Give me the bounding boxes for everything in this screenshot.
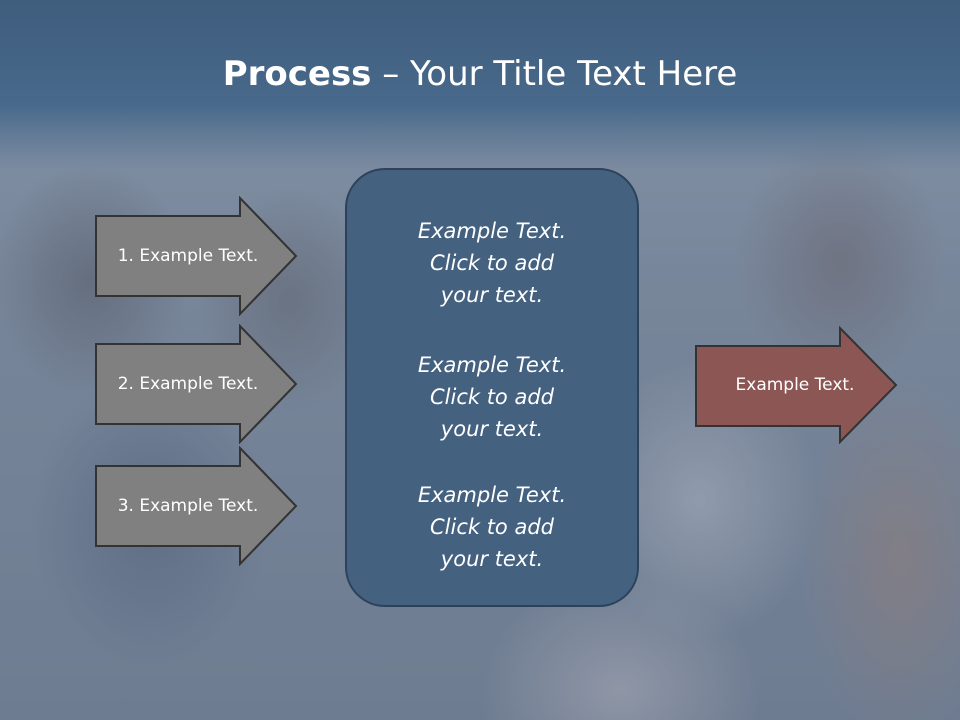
center-text-block-3: Example Text. Click to add your text. (347, 479, 637, 575)
left-arrow-label: 3. Example Text. (117, 496, 259, 516)
block-line-3: your text. (440, 547, 544, 571)
slide-title[interactable]: Process – Your Title Text Here (0, 52, 960, 96)
right-arrow-label: Example Text. (735, 375, 855, 395)
arrow-shape (95, 446, 298, 566)
arrow-shape (95, 324, 298, 444)
arrow-shape (95, 196, 298, 316)
title-band (0, 0, 960, 170)
block-line-3: your text. (440, 417, 544, 441)
block-line-1: Example Text. (417, 219, 567, 243)
center-text-block-1: Example Text. Click to add your text. (347, 215, 637, 311)
arrow-shape (695, 326, 898, 444)
block-line-2: Click to add (429, 515, 554, 539)
block-line-3: your text. (440, 283, 544, 307)
right-arrow[interactable]: Example Text. (694, 326, 900, 444)
center-text-block-2: Example Text. Click to add your text. (347, 349, 637, 445)
left-arrow-3[interactable]: 3. Example Text. (94, 446, 300, 566)
title-bold: Process (222, 54, 372, 94)
left-arrow-2[interactable]: 2. Example Text. (94, 324, 300, 444)
left-arrow-1[interactable]: 1. Example Text. (94, 196, 300, 316)
block-line-2: Click to add (429, 385, 554, 409)
block-line-2: Click to add (429, 251, 554, 275)
center-text-box[interactable]: Example Text. Click to add your text. Ex… (345, 168, 639, 607)
block-line-1: Example Text. (417, 353, 567, 377)
left-arrow-label: 1. Example Text. (117, 246, 259, 266)
title-rest: – Your Title Text Here (371, 54, 738, 94)
block-line-1: Example Text. (417, 483, 567, 507)
left-arrow-label: 2. Example Text. (117, 374, 259, 394)
